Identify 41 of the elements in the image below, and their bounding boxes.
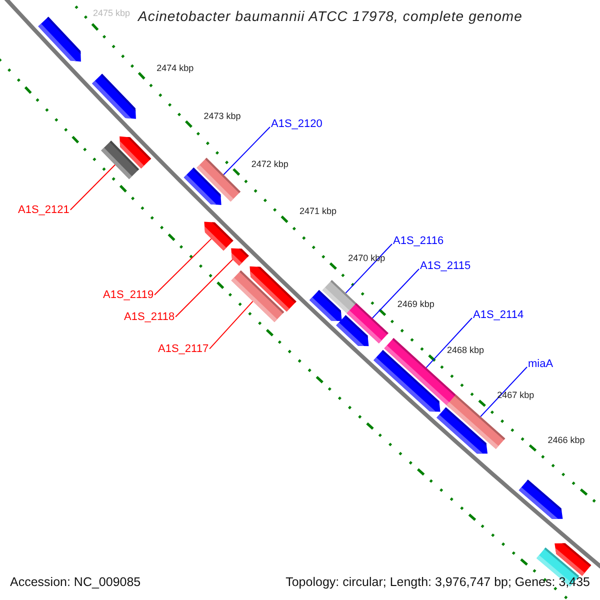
gene-block xyxy=(231,248,249,266)
gene-label: A1S_2117 xyxy=(158,343,209,356)
gene-label: A1S_2114 xyxy=(473,309,524,322)
leader-line xyxy=(372,268,420,319)
leader-line xyxy=(70,164,116,210)
gene-bar xyxy=(101,140,140,180)
gene-block xyxy=(336,315,369,346)
leader-line xyxy=(345,244,392,294)
title: Acinetobacter baumannii ATCC 17978, complete genome xyxy=(138,8,522,25)
gene-block xyxy=(204,222,234,251)
footer-text: Topology: circular; Length: 3,976,747 bp; Genes: 3,435 xyxy=(286,575,590,590)
gene-block xyxy=(38,16,81,62)
gene-label: A1S_2115 xyxy=(420,260,471,273)
gene-bar xyxy=(231,270,284,322)
scale-label: 2466 kbp xyxy=(548,434,585,445)
leader-line xyxy=(175,259,234,318)
scale-label: 2471 kbp xyxy=(300,206,337,216)
leader-line xyxy=(426,318,472,368)
gene-label: A1S_2116 xyxy=(393,235,444,248)
gene-block xyxy=(184,168,222,205)
gene-block xyxy=(92,74,136,119)
leader-line xyxy=(154,238,212,296)
scale-label: 2475 kbp xyxy=(92,8,130,18)
footer-text: Accession: NC_009085 xyxy=(10,575,141,590)
gene-block xyxy=(309,290,342,322)
leader-line xyxy=(223,126,270,176)
scale-label: 2468 kbp xyxy=(446,345,484,356)
scale-label: 2472 kbp xyxy=(251,158,288,169)
scale-label: 2474 kbp xyxy=(156,62,194,73)
gene-label: A1S_2118 xyxy=(124,311,175,324)
gene-block xyxy=(518,480,563,519)
gene-label: miaA xyxy=(528,358,554,371)
scale-label: 2473 kbp xyxy=(204,111,241,122)
gene-label: A1S_2120 xyxy=(271,118,322,131)
scale-label: 2469 kbp xyxy=(397,299,434,310)
gene-label: A1S_2119 xyxy=(103,289,154,302)
leader-line xyxy=(480,366,528,418)
gene-block xyxy=(436,407,488,454)
gene-block xyxy=(374,350,440,412)
gene-label: A1S_2121 xyxy=(18,204,70,217)
leader-line xyxy=(209,300,254,350)
